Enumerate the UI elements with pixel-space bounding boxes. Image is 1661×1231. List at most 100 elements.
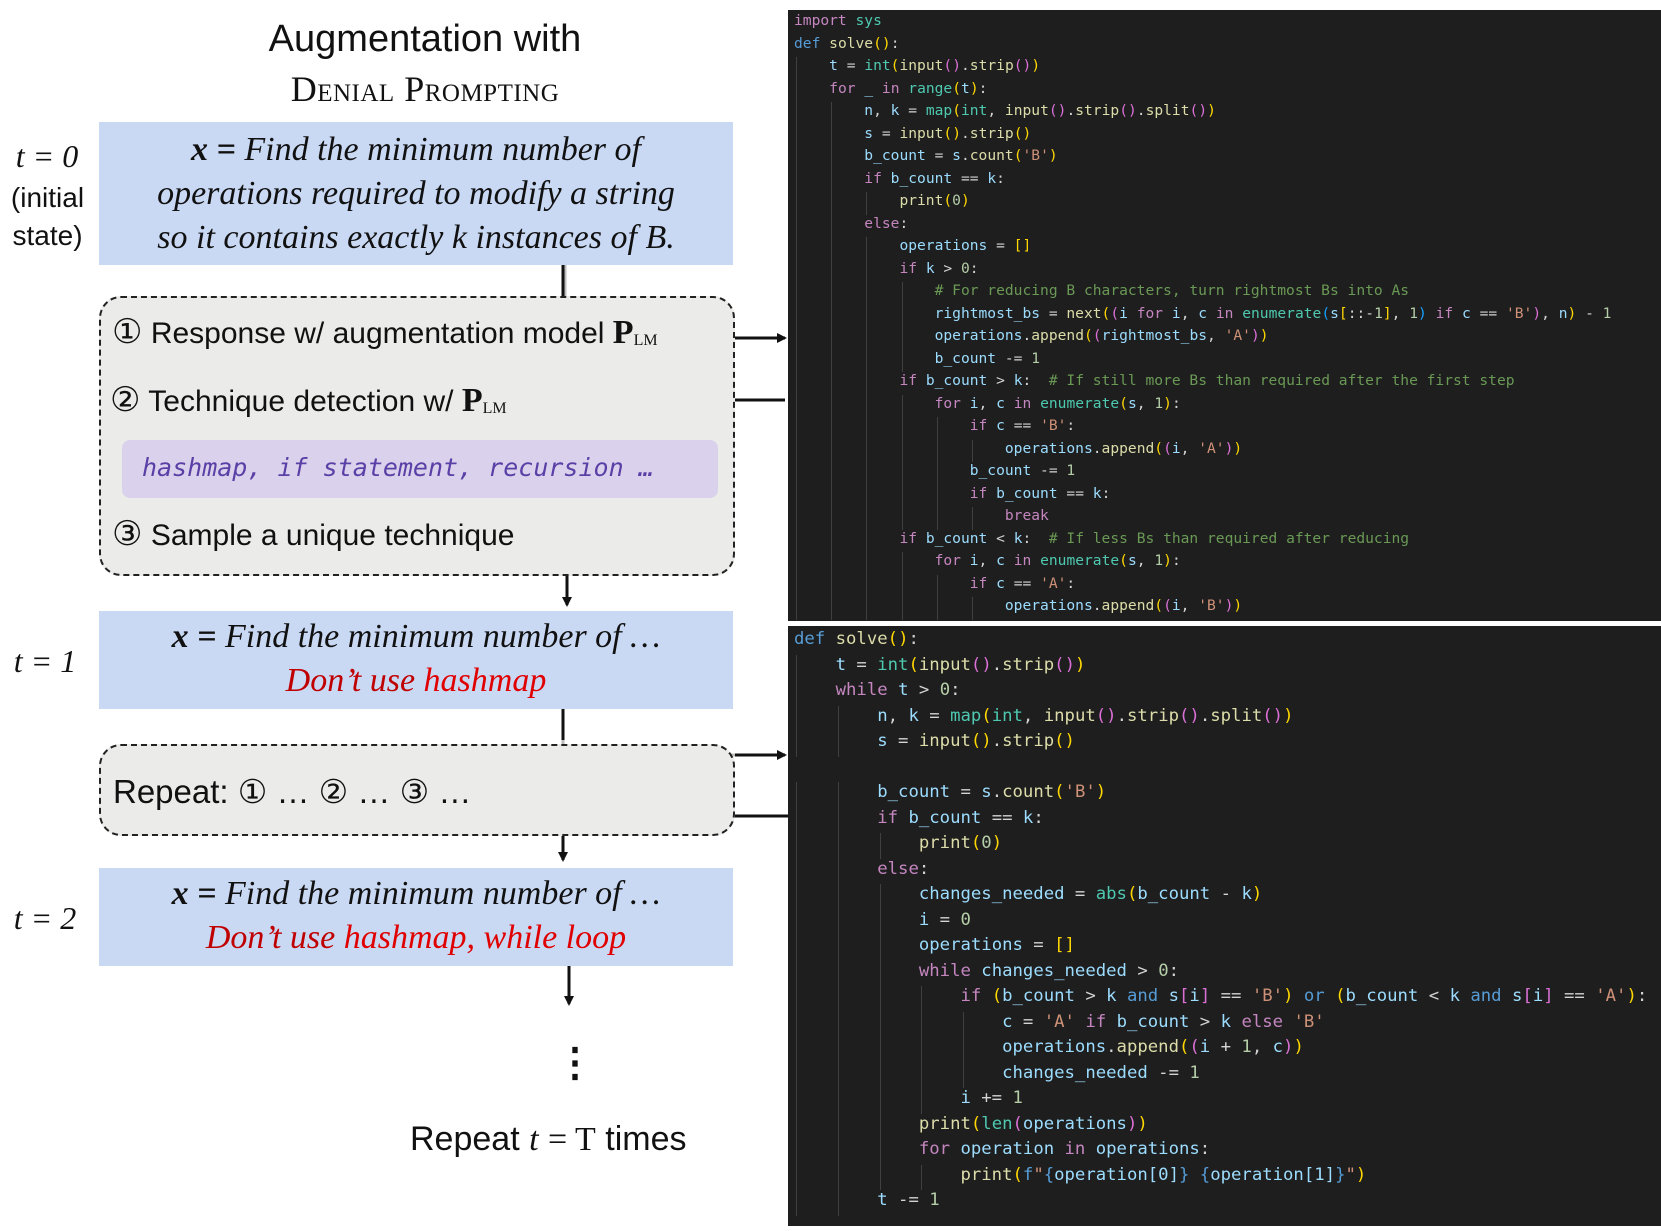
code-line: operations.append((i, 'B')) — [1004, 597, 1243, 614]
indent-guide — [866, 394, 868, 417]
state-box-t2: x = Find the minimum number of … Don’t u… — [99, 868, 733, 966]
technique-list: hashmap, if statement, recursion … — [122, 440, 718, 498]
indent-guide — [901, 304, 903, 327]
indent-guide — [837, 909, 839, 935]
indent-guide — [972, 597, 973, 620]
code-line: operations = [] — [899, 237, 1032, 254]
indent-guide — [796, 57, 797, 80]
indent-guide — [796, 884, 797, 910]
indent-guide — [796, 417, 797, 440]
code-line: print(0) — [918, 833, 1003, 853]
indent-guide — [831, 484, 833, 507]
indent-guide — [972, 507, 973, 530]
indent-guide — [837, 1062, 839, 1088]
indent-guide — [866, 597, 868, 620]
indent-guide — [936, 597, 938, 620]
indent-guide — [879, 1088, 881, 1114]
code-line: t = int(input().strip()) — [829, 57, 1041, 74]
indent-guide — [879, 1037, 881, 1063]
indent-guide — [796, 552, 797, 575]
indent-guide — [901, 484, 903, 507]
diagram-title: Augmentation with — [268, 18, 582, 60]
indent-guide — [831, 259, 833, 282]
indent-guide — [921, 1088, 923, 1114]
step-2: ② Technique detection w/ PLM — [110, 381, 507, 419]
code-line: t -= 1 — [877, 1190, 940, 1210]
indent-guide — [796, 1139, 797, 1165]
indent-guide — [901, 282, 903, 305]
indent-guide — [796, 304, 797, 327]
indent-guide — [796, 372, 797, 395]
indent-guide — [831, 169, 833, 192]
indent-guide — [879, 1139, 881, 1165]
indent-guide — [866, 282, 868, 305]
code-line: b_count -= 1 — [934, 349, 1041, 367]
indent-guide — [866, 529, 868, 552]
indent-guide — [837, 986, 839, 1012]
indent-guide — [831, 237, 833, 260]
step-3: ③ Sample a unique technique — [112, 515, 515, 553]
indent-guide — [866, 507, 868, 530]
indent-guide — [831, 124, 833, 147]
indent-guide — [796, 349, 797, 372]
indent-guide — [796, 858, 797, 884]
indent-guide — [866, 484, 868, 507]
indent-guide — [837, 705, 839, 731]
indent-guide — [963, 1011, 965, 1037]
indent-guide — [921, 1164, 923, 1190]
indent-guide — [972, 439, 973, 462]
indent-guide — [866, 259, 868, 282]
code-line: if (b_count > k and s[i] == 'B') or (b_c… — [960, 986, 1648, 1006]
indent-guide — [831, 552, 833, 575]
indent-guide — [796, 237, 797, 260]
indent-guide — [963, 1037, 965, 1063]
indent-guide — [831, 372, 833, 395]
code-line: c = 'A' if b_count > k else 'B' — [1002, 1011, 1325, 1032]
indent-guide — [879, 960, 881, 986]
indent-guide — [866, 372, 868, 395]
indent-guide — [796, 731, 797, 757]
indent-guide — [796, 705, 797, 731]
indent-guide — [866, 349, 868, 372]
code-line: print(0) — [899, 192, 970, 209]
indent-guide — [796, 169, 797, 192]
indent-guide — [837, 833, 839, 859]
indent-guide — [901, 597, 903, 620]
indent-guide — [796, 782, 797, 808]
step-1: ① Response w/ augmentation model PLM — [112, 313, 658, 351]
code-line: rightmost_bs = next((i for i, c in enume… — [934, 304, 1612, 322]
indent-guide — [879, 986, 881, 1012]
indent-guide — [901, 349, 903, 372]
indent-guide — [901, 507, 903, 530]
code-line: operations.append((rightmost_bs, 'A')) — [934, 327, 1269, 344]
indent-guide — [796, 574, 797, 597]
indent-guide — [879, 1164, 881, 1190]
diagram-subtitle: Denial Prompting — [290, 69, 560, 109]
code-line: if b_count == k: — [864, 169, 1005, 187]
indent-guide — [837, 884, 839, 910]
indent-guide — [831, 462, 833, 485]
indent-guide — [921, 1062, 923, 1088]
indent-guide — [837, 807, 839, 833]
indent-guide — [796, 192, 797, 215]
indent-guide — [866, 439, 868, 462]
indent-guide — [796, 462, 797, 485]
indent-guide — [866, 462, 868, 485]
indent-guide — [837, 731, 839, 757]
indent-guide — [796, 484, 797, 507]
code-line: for i, c in enumerate(s, 1): — [934, 552, 1181, 569]
repeat-label: Repeat: ① … ② … ③ … — [113, 773, 472, 810]
indent-guide — [796, 529, 797, 552]
indent-guide — [796, 597, 797, 620]
state-label-t1: t = 1 — [13, 643, 77, 679]
indent-guide — [921, 1011, 923, 1037]
code-line: print(len(operations)) — [918, 1113, 1148, 1134]
indent-guide — [796, 654, 797, 680]
indent-guide — [901, 394, 903, 417]
code-line: if b_count == k: — [877, 807, 1044, 828]
indent-guide — [831, 529, 833, 552]
state-label-t0: t = 0 — [15, 138, 79, 174]
indent-guide — [837, 1113, 839, 1139]
indent-guide — [963, 1062, 965, 1088]
indent-guide — [831, 214, 833, 237]
